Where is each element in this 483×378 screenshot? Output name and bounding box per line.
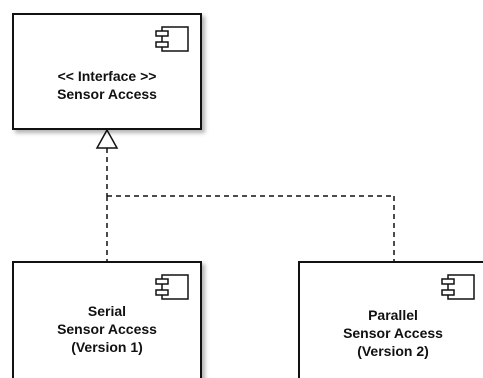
parallel-line-2: Sensor Access: [343, 325, 443, 341]
serial-line-3: (Version 1): [71, 339, 143, 355]
component-icon: [155, 274, 189, 300]
serial-line-2: Sensor Access: [57, 321, 157, 337]
interface-component-box[interactable]: << Interface >> Sensor Access: [12, 13, 202, 130]
serial-line-1: Serial: [87, 303, 127, 319]
interface-component-label: << Interface >> Sensor Access: [14, 67, 200, 103]
component-icon: [155, 26, 189, 52]
component-icon: [441, 274, 475, 300]
interface-name: Sensor Access: [57, 86, 157, 102]
serial-component-box[interactable]: Serial Sensor Access (Version 1): [12, 261, 202, 378]
realization-arrowhead: [95, 128, 119, 149]
interface-stereotype: << Interface >>: [57, 68, 157, 84]
parallel-line-3: (Version 2): [357, 343, 429, 359]
parallel-component-label: Parallel Sensor Access (Version 2): [300, 306, 483, 360]
parallel-line-1: Parallel: [368, 307, 418, 323]
serial-component-label: Serial Sensor Access (Version 1): [14, 302, 200, 356]
parallel-component-box[interactable]: Parallel Sensor Access (Version 2): [298, 261, 483, 378]
